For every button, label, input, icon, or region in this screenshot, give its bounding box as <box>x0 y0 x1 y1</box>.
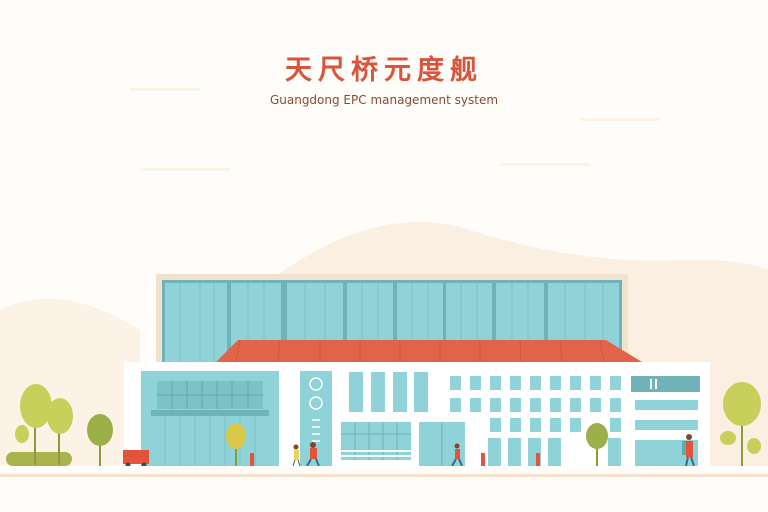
tree-right-building <box>586 423 608 470</box>
ground <box>0 466 768 512</box>
tree-group-left <box>6 384 73 466</box>
cloud-decoration <box>500 163 590 166</box>
cloud-decoration <box>580 118 660 121</box>
tree-entrance <box>226 423 246 468</box>
cloud-decoration <box>130 88 200 91</box>
page-subtitle: Guangdong EPC management system <box>269 93 499 107</box>
tree-small-left <box>87 414 113 468</box>
ground-line <box>0 474 768 477</box>
page-title: 天尺桥元度舰 <box>285 55 483 86</box>
tree-right <box>720 382 761 470</box>
person-walking <box>292 444 301 467</box>
cloud-decoration <box>140 168 230 171</box>
